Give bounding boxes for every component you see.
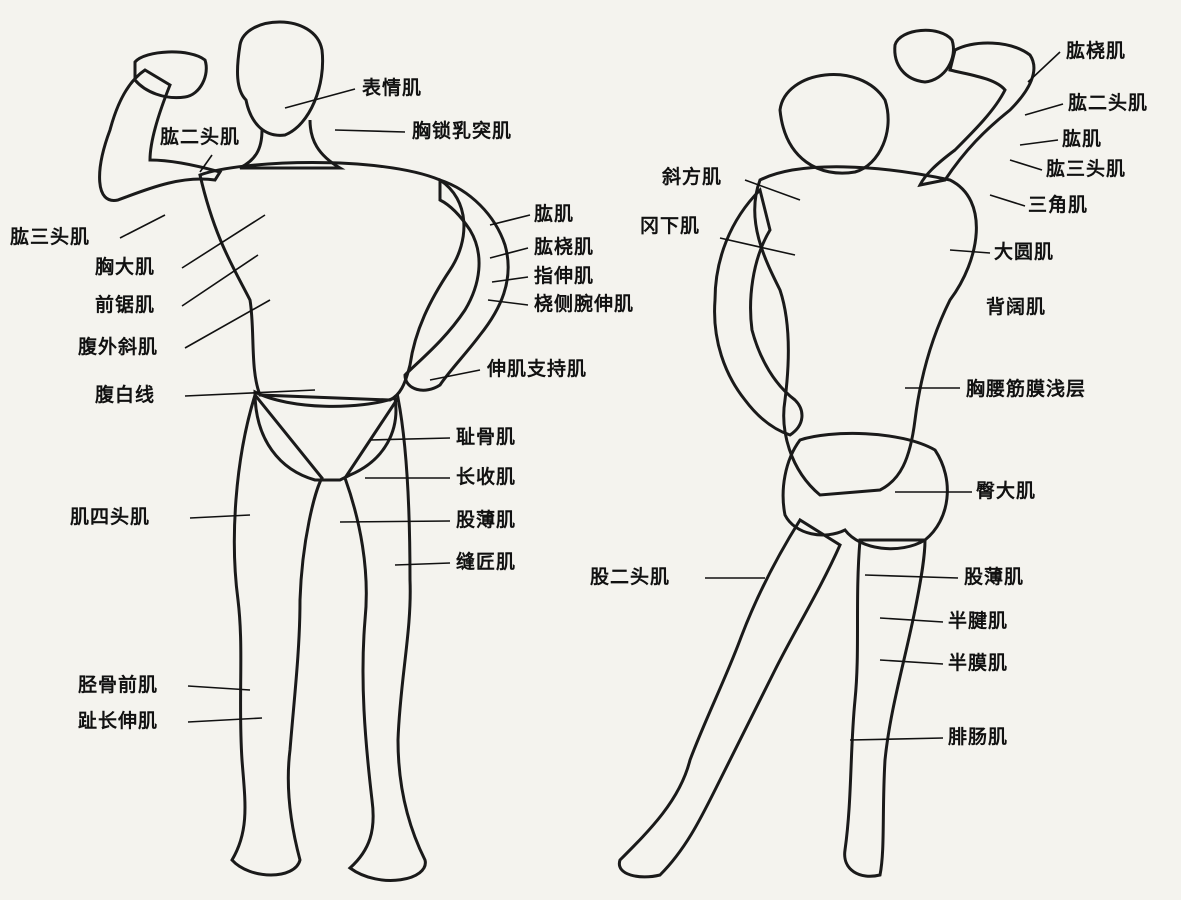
- label-back-deltoid: 三角肌: [1028, 196, 1088, 215]
- label-front-brachioradialis: 肱桡肌: [534, 238, 594, 257]
- label-back-triceps: 肱三头肌: [1046, 160, 1126, 179]
- label-back-brachialis: 肱肌: [1062, 130, 1102, 149]
- front-head: [238, 22, 323, 135]
- back-head: [780, 75, 888, 174]
- label-front-extensor-retinaculum: 伸肌支持肌: [487, 360, 587, 379]
- label-front-quadriceps: 肌四头肌: [70, 508, 150, 527]
- label-front-extensor-digitorum-longus: 趾长伸肌: [78, 712, 158, 731]
- label-back-semimembranosus: 半膜肌: [948, 654, 1008, 673]
- front-neck: [240, 120, 340, 168]
- back-leg-standing: [845, 540, 925, 876]
- label-front-sternocleidomastoid: 胸锁乳突肌: [412, 122, 512, 141]
- label-front-extensor-digitorum: 指伸肌: [534, 267, 594, 286]
- label-back-biceps: 肱二头肌: [1068, 94, 1148, 113]
- label-back-trapezius: 斜方肌: [662, 168, 722, 187]
- label-front-serratus-anterior: 前锯肌: [95, 296, 155, 315]
- back-figure: [619, 30, 1034, 877]
- label-front-linea-alba: 腹白线: [95, 386, 155, 405]
- label-back-brachioradialis: 肱桡肌: [1066, 42, 1126, 61]
- label-front-external-oblique: 腹外斜肌: [78, 338, 158, 357]
- label-back-biceps-femoris: 股二头肌: [590, 568, 670, 587]
- label-front-pectineus: 耻骨肌: [456, 428, 516, 447]
- label-back-teres-major: 大圆肌: [994, 243, 1054, 262]
- back-fist: [895, 30, 954, 82]
- label-front-sartorius: 缝匠肌: [456, 553, 516, 572]
- label-front-biceps: 肱二头肌: [160, 128, 240, 147]
- label-back-infraspinatus: 冈下肌: [640, 217, 700, 236]
- label-front-tibialis-anterior: 胫骨前肌: [78, 676, 158, 695]
- label-back-latissimus-dorsi: 背阔肌: [986, 298, 1046, 317]
- back-torso: [755, 167, 977, 495]
- label-front-gracilis: 股薄肌: [456, 511, 516, 530]
- back-raised-arm: [920, 43, 1034, 185]
- front-fist: [135, 52, 206, 98]
- front-pelvis: [255, 392, 396, 480]
- label-back-gluteus-maximus: 臀大肌: [976, 482, 1036, 501]
- front-left-leg: [232, 395, 322, 875]
- label-back-gracilis: 股薄肌: [964, 568, 1024, 587]
- label-front-extensor-carpi-radialis: 桡侧腕伸肌: [534, 295, 634, 314]
- label-front-pectoralis-major: 胸大肌: [95, 258, 155, 277]
- label-front-triceps: 肱三头肌: [10, 228, 90, 247]
- front-figure: [100, 22, 509, 880]
- label-back-thoracolumbar-fascia: 胸腰筋膜浅层: [966, 380, 1086, 399]
- back-left-arm: [715, 190, 802, 435]
- front-torso: [200, 163, 464, 401]
- label-front-facial-muscles: 表情肌: [362, 79, 422, 98]
- label-back-semitendinosus: 半腱肌: [948, 612, 1008, 631]
- label-front-brachialis: 肱肌: [534, 205, 574, 224]
- label-front-adductor-longus: 长收肌: [456, 468, 516, 487]
- label-back-gastrocnemius: 腓肠肌: [948, 728, 1008, 747]
